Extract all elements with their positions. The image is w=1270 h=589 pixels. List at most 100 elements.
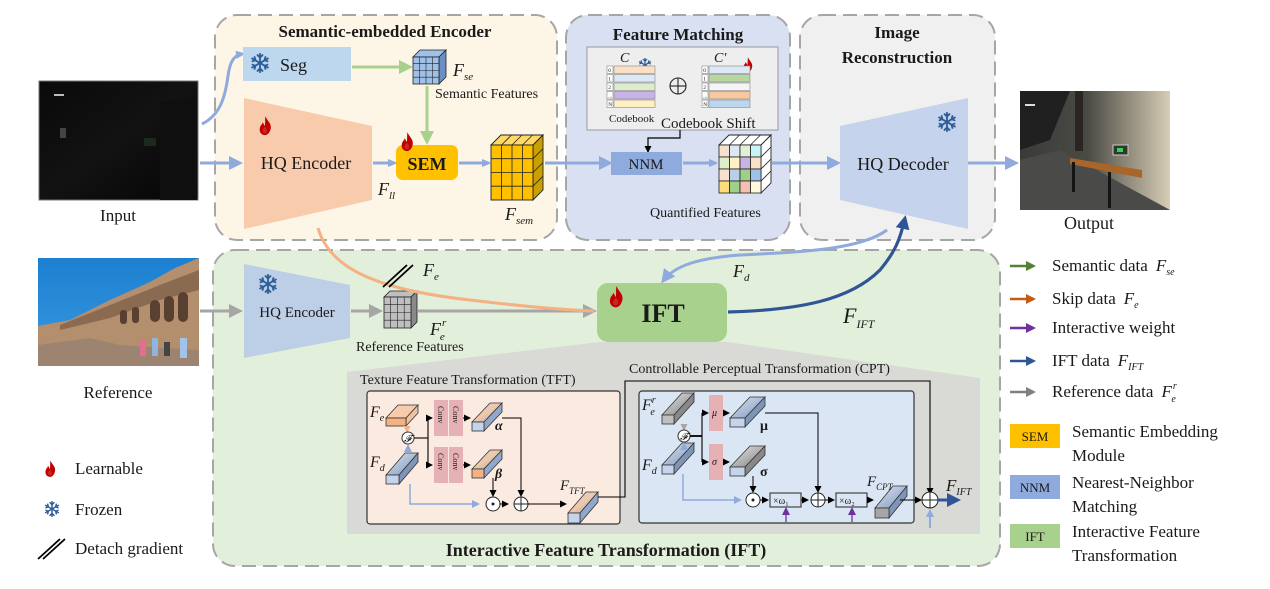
input-to-seg-arrow — [201, 54, 242, 126]
f-d-label: Fd — [732, 261, 750, 284]
quantized-cell — [750, 180, 762, 194]
cpt-fer-feature — [661, 391, 695, 426]
f-tft-feature — [567, 490, 599, 525]
input-label: Input — [100, 206, 136, 225]
codebook-row: 1 — [606, 74, 656, 83]
cpt-title: Controllable Perceptual Transformation (… — [629, 362, 890, 377]
ift-section-title: Interactive Feature Transformation (IFT) — [446, 540, 766, 561]
sigma-label: σ — [760, 465, 768, 480]
nnm-block — [611, 152, 682, 175]
codebook-row-index: 1 — [608, 77, 611, 83]
semantic-features-label: Semantic Features — [435, 87, 538, 102]
output-image — [1020, 91, 1170, 210]
legend-arrow-item: Interactive weight — [1010, 318, 1175, 337]
reference-label: Reference — [84, 383, 153, 402]
legend-learnable: Learnable — [75, 459, 143, 478]
quantized-cell — [718, 168, 730, 182]
quantized-cell — [729, 180, 741, 194]
seg-label: Seg — [280, 55, 307, 75]
codebook-label: Codebook — [609, 113, 655, 125]
svg-text:Conv: Conv — [436, 453, 445, 470]
tft-fe-feature — [385, 403, 419, 428]
detach-gradient-icon — [37, 538, 66, 560]
quantized-cell — [718, 180, 730, 194]
quantized-cell — [739, 156, 751, 170]
quantized-cell — [750, 168, 762, 182]
beta-feature — [471, 448, 503, 480]
quantized-cell — [729, 144, 741, 158]
skip-connection-arrow — [316, 227, 595, 313]
codebook-row: 0 — [606, 65, 656, 74]
legend-module-abbr: IFT — [1025, 529, 1045, 544]
weight-w1-label: ×ω₁ — [773, 496, 789, 507]
mu-feature — [729, 396, 766, 428]
mu-label: μ — [760, 419, 768, 434]
legend-module-swatch — [1010, 475, 1060, 499]
quantized-cell — [739, 180, 751, 194]
oplus-symbol — [669, 77, 687, 95]
codebook-row-index: 2 — [608, 85, 611, 91]
svg-text:Conv: Conv — [451, 406, 460, 423]
quantized-cell — [718, 156, 730, 170]
legend-module-line2: Matching — [1072, 497, 1138, 516]
svg-text:Conv: Conv — [436, 406, 445, 423]
weight-w2-label: ×ω₂ — [839, 496, 855, 507]
output-f-ift-label: FIFT — [945, 476, 973, 498]
sigma-block-label: σ — [712, 457, 718, 468]
cpt-box — [638, 390, 915, 524]
add-op — [513, 496, 529, 512]
quantized-cell — [750, 144, 762, 158]
codebook-row: 2 — [606, 82, 656, 91]
cpt-fd-label: Fd — [641, 457, 658, 477]
encoder-title: Semantic-embedded Encoder — [279, 22, 492, 41]
codebook-row-index: 0 — [608, 68, 611, 74]
sigma-feature — [729, 445, 766, 477]
tft-title: Texture Feature Transformation (TFT) — [360, 373, 576, 388]
quantified-features-label: Quantified Features — [650, 206, 761, 221]
codebook-row: N — [606, 99, 656, 108]
tft-fusion-symbol: 𝓕 — [404, 434, 415, 445]
hq-decoder-block — [840, 98, 968, 229]
legend-module-line1: Semantic Embedding — [1072, 422, 1218, 441]
codebook-to-nnm-arrow — [644, 130, 681, 153]
codebook-row-index: ... — [608, 94, 613, 100]
legend-module-swatch — [1010, 424, 1060, 448]
learnable-flame-icon — [45, 460, 56, 477]
f-cpt-feature — [874, 484, 908, 520]
legend-module-line1: Interactive Feature — [1072, 522, 1200, 541]
tft-fd-label: Fd — [369, 454, 386, 474]
svg-text:Conv: Conv — [451, 453, 460, 470]
sem-block — [396, 145, 458, 180]
hq-encoder-block — [244, 98, 372, 229]
f-se-label: Fse — [452, 60, 473, 83]
f-sem-cube — [489, 133, 545, 202]
codebook-shift-table: 012...N — [701, 65, 751, 108]
f-sem-label: Fsem — [504, 204, 533, 227]
codebook-row: N — [701, 99, 751, 108]
reference-features-label: Reference Features — [356, 340, 464, 355]
final-add-op — [921, 491, 939, 509]
legend-module-line1: Nearest-Neighbor — [1072, 473, 1194, 492]
nnm-label: NNM — [628, 157, 663, 173]
f-ift-arrow — [727, 215, 910, 314]
codebook-row: ... — [701, 91, 751, 100]
f-ll-label: Fll — [377, 179, 395, 202]
quantized-cell — [739, 144, 751, 158]
codebook-row-index: 1 — [703, 77, 706, 83]
codebook-shift-label: Codebook Shift — [661, 116, 756, 132]
legend-module-abbr: NNM — [1020, 480, 1051, 495]
reconstruction-title-1: Image — [874, 23, 920, 42]
codebook-c-prime-label: C' — [714, 51, 727, 66]
hq-encoder-label: HQ Encoder — [261, 153, 351, 173]
quantized-cell — [729, 156, 741, 170]
ift-block — [597, 283, 727, 342]
mu-block — [709, 395, 723, 431]
f-e-label: Fe — [422, 260, 439, 283]
conv-blocks-beta: Conv Conv — [434, 447, 463, 483]
